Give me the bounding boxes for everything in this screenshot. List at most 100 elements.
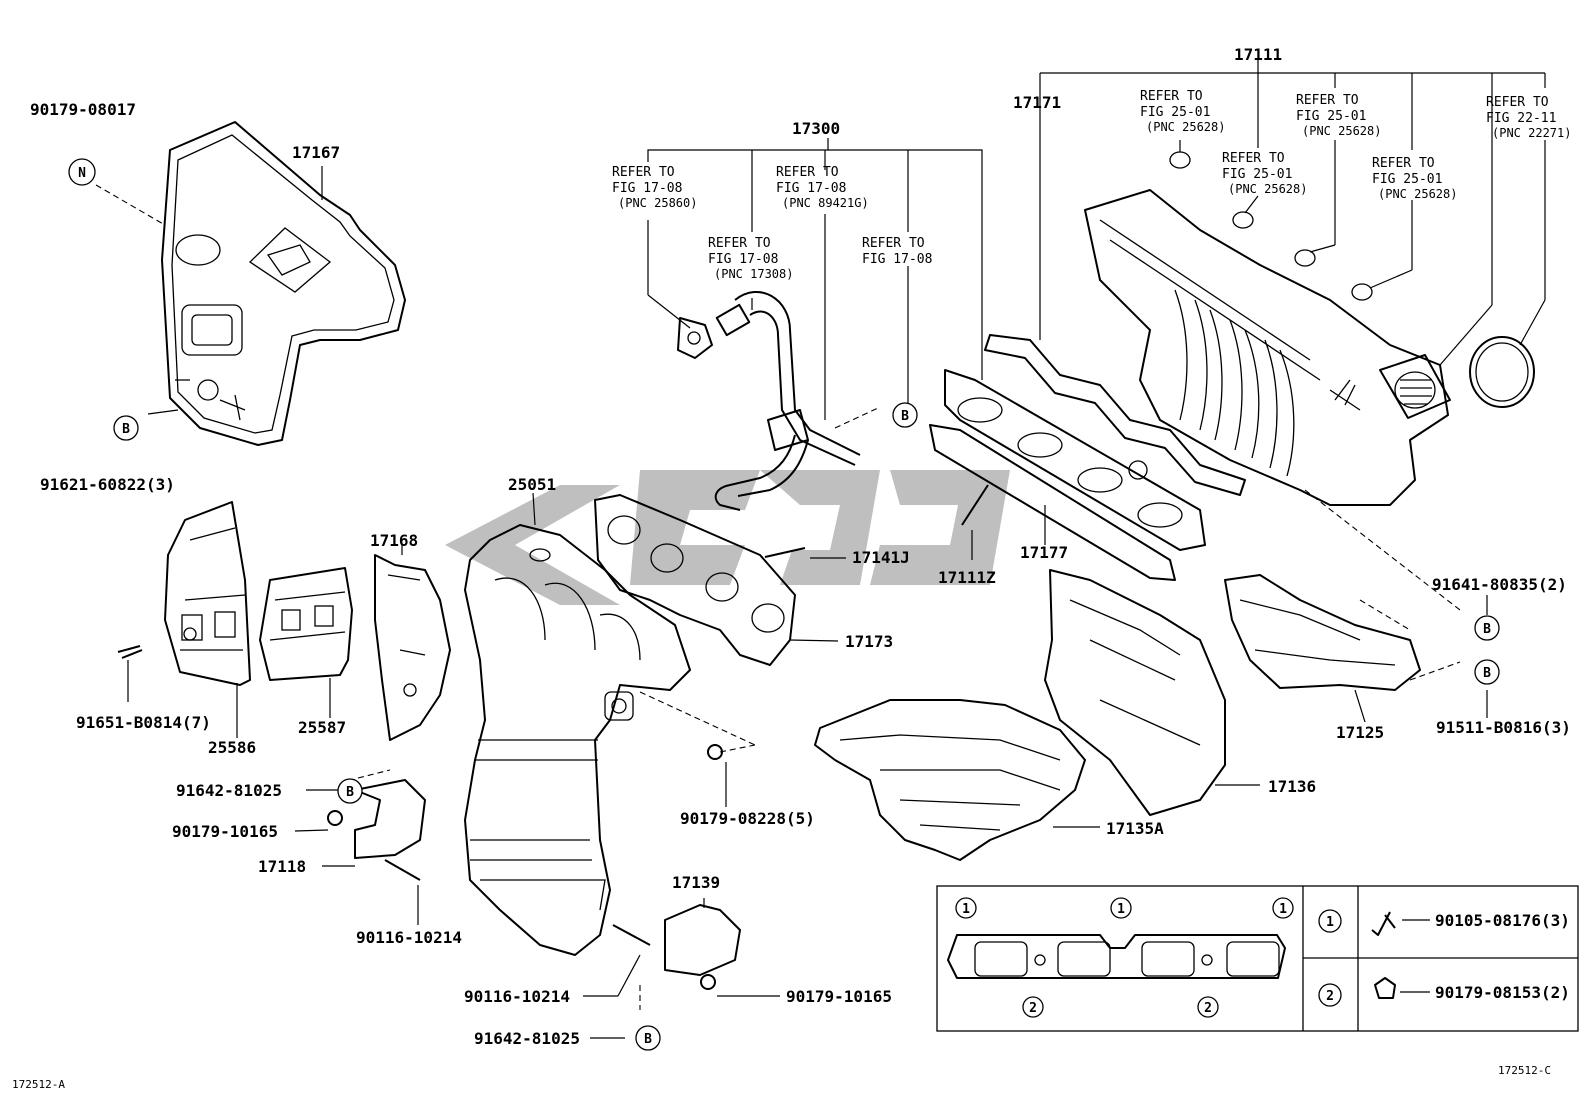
figure-code-left: 172512-A xyxy=(12,1078,65,1091)
insulator-17168-drawing xyxy=(374,554,451,741)
label-91651-B0814: 91651-B0814(7) xyxy=(76,713,211,732)
stud-17111Z xyxy=(961,484,989,526)
label-17125: 17125 xyxy=(1336,723,1384,742)
inset-marker-2-left: 2 xyxy=(1022,996,1044,1018)
svg-text:(PNC 89421G): (PNC 89421G) xyxy=(782,196,869,210)
inset-marker-2-right: 2 xyxy=(1197,996,1219,1018)
svg-text:REFER TO: REFER TO xyxy=(1296,93,1359,108)
svg-text:B: B xyxy=(644,1032,652,1047)
svg-text:1: 1 xyxy=(1117,902,1125,917)
refer-note-5: REFER TO FIG 25-01 (PNC 25628) xyxy=(1140,89,1225,134)
insulator-25587-drawing xyxy=(259,567,353,681)
insulator-17136-drawing xyxy=(1044,569,1226,816)
svg-text:FIG 17-08: FIG 17-08 xyxy=(862,252,932,267)
svg-text:1: 1 xyxy=(1279,902,1287,917)
bolt-91651 xyxy=(117,645,143,659)
svg-text:FIG 17-08: FIG 17-08 xyxy=(776,181,846,196)
inset-marker-1-right: 1 xyxy=(1272,897,1294,919)
svg-text:(PNC 25860): (PNC 25860) xyxy=(618,196,697,210)
insulator-17135A-drawing xyxy=(814,699,1086,861)
label-91642-81025-a: 91642-81025 xyxy=(176,781,282,800)
svg-text:FIG 17-08: FIG 17-08 xyxy=(708,252,778,267)
insulator-17139-drawing xyxy=(664,904,741,976)
svg-text:REFER TO: REFER TO xyxy=(1372,156,1435,171)
svg-text:REFER TO: REFER TO xyxy=(612,165,675,180)
marker-n: N xyxy=(68,158,96,186)
label-17171: 17171 xyxy=(1013,93,1061,112)
svg-text:B: B xyxy=(346,785,354,800)
legend-inset xyxy=(936,885,1579,1032)
svg-text:FIG 25-01: FIG 25-01 xyxy=(1372,172,1442,187)
refer-note-4: REFER TO FIG 17-08 xyxy=(862,236,932,267)
marker-n-text: N xyxy=(78,166,86,181)
exhaust-manifold-25051-drawing xyxy=(464,524,691,956)
heat-insulator-17167-drawing xyxy=(161,121,406,446)
marker-b-2: B xyxy=(892,402,918,428)
svg-text:FIG 25-01: FIG 25-01 xyxy=(1296,109,1366,124)
label-90116-10214-a: 90116-10214 xyxy=(356,928,462,947)
insulator-25586-drawing xyxy=(164,501,251,686)
inset-marker-1-left: 1 xyxy=(955,897,977,919)
label-17135A: 17135A xyxy=(1106,819,1164,838)
refer-note-7: REFER TO FIG 25-01 (PNC 25628) xyxy=(1296,93,1381,138)
label-17300: 17300 xyxy=(792,119,840,138)
svg-text:1: 1 xyxy=(1326,915,1334,930)
label-17118: 17118 xyxy=(258,857,306,876)
inset-marker-1-mid: 1 xyxy=(1110,897,1132,919)
label-17136: 17136 xyxy=(1268,777,1316,796)
svg-text:2: 2 xyxy=(1326,989,1334,1004)
svg-text:REFER TO: REFER TO xyxy=(1222,151,1285,166)
svg-text:B: B xyxy=(122,422,130,437)
leader-lines xyxy=(127,60,1546,1039)
refer-note-1: REFER TO FIG 17-08 (PNC 25860) xyxy=(612,165,697,210)
marker-b-4: B xyxy=(635,1025,661,1051)
svg-text:2: 2 xyxy=(1029,1001,1037,1016)
label-17168: 17168 xyxy=(370,531,418,550)
marker-b-1: B xyxy=(113,415,139,441)
label-91621-60822: 91621-60822(3) xyxy=(40,475,175,494)
gasket-17173-drawing xyxy=(594,494,796,666)
label-90179-08153: 90179-08153(2) xyxy=(1435,983,1570,1002)
insulator-17125-drawing xyxy=(1224,574,1421,691)
svg-text:REFER TO: REFER TO xyxy=(1140,89,1203,104)
svg-text:(PNC 17308): (PNC 17308) xyxy=(714,267,793,281)
svg-text:B: B xyxy=(901,409,909,424)
refer-note-3: REFER TO FIG 17-08 (PNC 17308) xyxy=(708,236,793,281)
refer-note-8: REFER TO FIG 25-01 (PNC 25628) xyxy=(1372,156,1457,201)
throttle-gasket-ring xyxy=(1469,336,1535,408)
svg-text:FIG 17-08: FIG 17-08 xyxy=(612,181,682,196)
label-25586: 25586 xyxy=(208,738,256,757)
refer-note-9: REFER TO FIG 22-11 (PNC 22271) xyxy=(1486,95,1571,140)
svg-text:1: 1 xyxy=(962,902,970,917)
gasket-17177-drawing xyxy=(929,369,1206,581)
svg-text:(PNC 25628): (PNC 25628) xyxy=(1378,187,1457,201)
label-17111: 17111 xyxy=(1234,45,1282,64)
tube-17300-drawing xyxy=(677,290,861,511)
label-25587: 25587 xyxy=(298,718,346,737)
svg-text:B: B xyxy=(1483,622,1491,637)
label-91642-81025-b: 91642-81025 xyxy=(474,1029,580,1048)
intake-manifold-17111-drawing xyxy=(1084,189,1451,506)
svg-text:2: 2 xyxy=(1204,1001,1212,1016)
svg-text:REFER TO: REFER TO xyxy=(862,236,925,251)
svg-text:(PNC 25628): (PNC 25628) xyxy=(1302,124,1381,138)
label-17173: 17173 xyxy=(845,632,893,651)
label-90179-10165-b: 90179-10165 xyxy=(786,987,892,1006)
marker-b-5: B xyxy=(1474,615,1500,641)
inset-key-1: 1 xyxy=(1318,909,1342,933)
svg-text:FIG 25-01: FIG 25-01 xyxy=(1222,167,1292,182)
label-17177: 17177 xyxy=(1020,543,1068,562)
bracket-17118-drawing xyxy=(354,779,426,859)
svg-text:FIG 25-01: FIG 25-01 xyxy=(1140,105,1210,120)
refer-note-2: REFER TO FIG 17-08 (PNC 89421G) xyxy=(776,165,869,210)
watermark xyxy=(445,470,1010,605)
label-17141J: 17141J xyxy=(852,548,910,567)
label-91641-80835: 91641-80835(2) xyxy=(1432,575,1567,594)
svg-text:FIG 22-11: FIG 22-11 xyxy=(1486,111,1556,126)
svg-text:(PNC 25628): (PNC 25628) xyxy=(1228,182,1307,196)
label-17111Z: 17111Z xyxy=(938,568,996,587)
figure-code-right: 172512-C xyxy=(1498,1064,1551,1077)
stud-17141J xyxy=(764,547,806,558)
refer-note-6: REFER TO FIG 25-01 (PNC 25628) xyxy=(1222,151,1307,196)
